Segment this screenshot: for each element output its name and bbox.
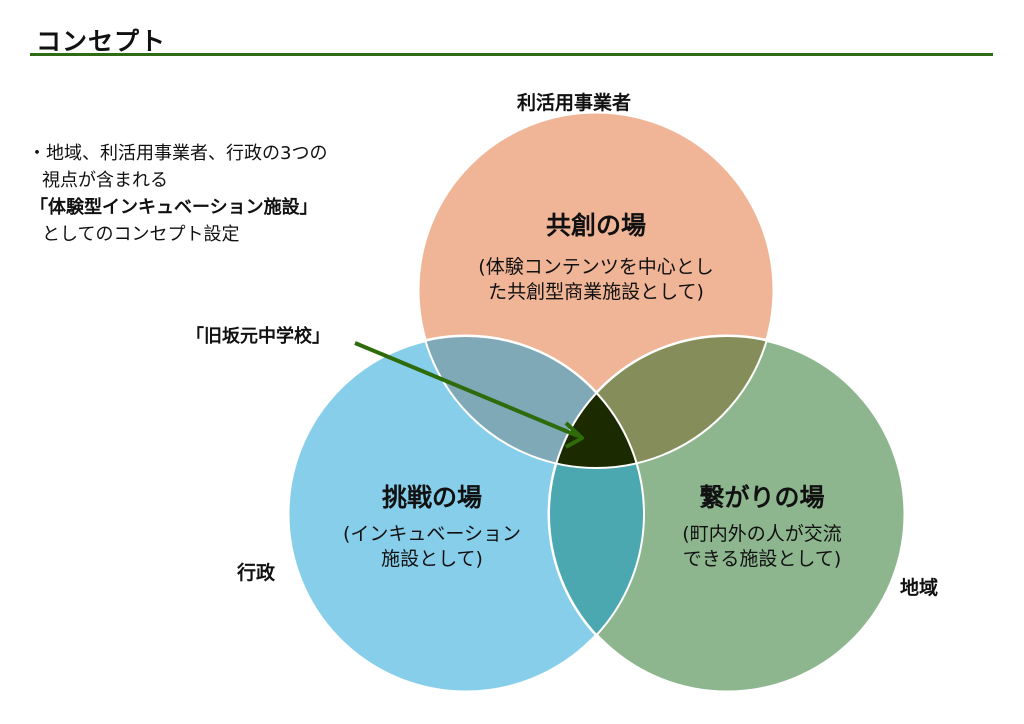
page-title: コンセプト <box>36 27 167 56</box>
description-line: ・地域、利活用事業者、行政の3つの <box>28 143 328 164</box>
challenge-title: 挑戦の場 <box>381 483 482 512</box>
description-line: た共創型商業施設として) <box>488 281 704 303</box>
concept-description: ・地域、利活用事業者、行政の3つの 視点が含まれる 「体験型インキュベーション施… <box>28 140 327 248</box>
description-line: としてのコンセプト設定 <box>42 224 240 245</box>
connection-description: (町内外の人が交流 できる施設として) <box>612 522 912 572</box>
overlap-top-right <box>549 336 774 468</box>
circle-outline <box>287 335 645 693</box>
circle-outline <box>548 335 906 693</box>
label-government: 行政 <box>237 562 276 584</box>
co-creation-description: (体験コンテンツを中心とし た共創型商業施設として) <box>446 255 746 305</box>
description-line: (インキュベーション <box>342 523 522 545</box>
description-line: 施設として) <box>381 548 483 570</box>
title-divider <box>30 53 993 56</box>
description-line: できる施設として) <box>682 548 842 570</box>
challenge-description: (インキュベーション 施設として) <box>282 522 582 572</box>
description-line: (町内外の人が交流 <box>682 523 842 545</box>
description-line: (体験コンテンツを中心とし <box>478 256 714 278</box>
description-line: 視点が含まれる <box>42 170 168 191</box>
label-community: 地域 <box>900 577 939 599</box>
co-creation-title: 共創の場 <box>545 211 646 240</box>
label-business-operators: 利活用事業者 <box>517 92 632 114</box>
arrow-head-icon <box>564 421 584 449</box>
callout-school-name: 「旧坂元中学校」 <box>186 326 330 347</box>
callout-arrow <box>354 341 579 438</box>
connection-title: 繋がりの場 <box>699 483 825 512</box>
circle-outline <box>417 111 775 469</box>
description-highlight: 「体験型インキュベーション施設」 <box>30 197 318 218</box>
